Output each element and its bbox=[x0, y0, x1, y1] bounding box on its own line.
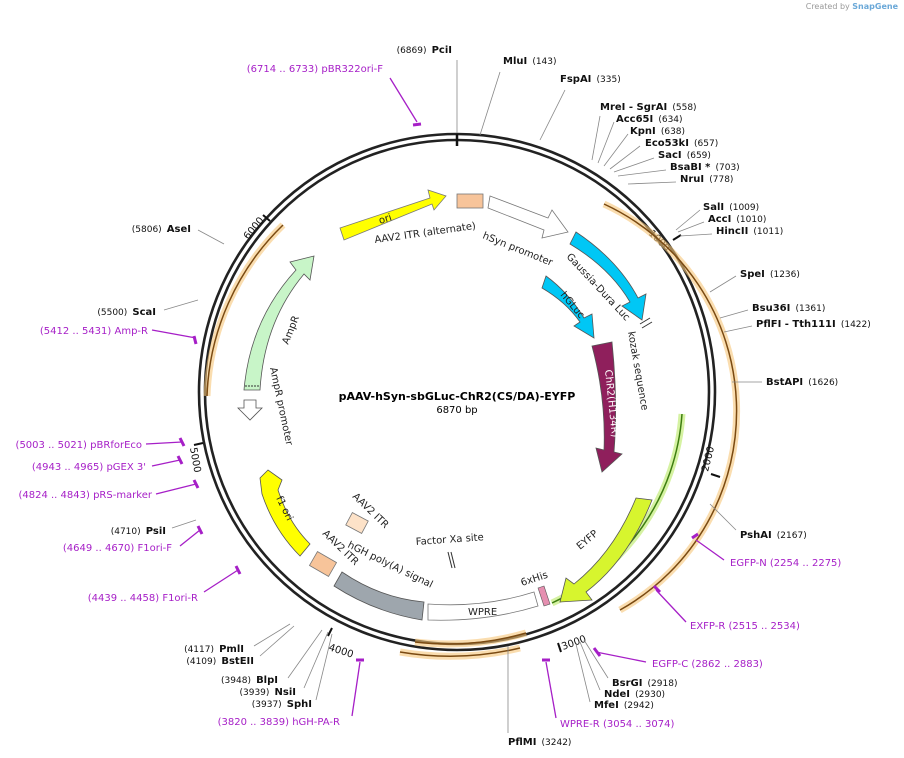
hgluc-label: hGLuc bbox=[558, 290, 587, 321]
gdluc-feature bbox=[569, 231, 647, 321]
primer-label: (4439 .. 4458) F1ori-R bbox=[88, 593, 198, 604]
tick-label: 4000 bbox=[327, 642, 355, 660]
site-label: PflMI (3242) bbox=[508, 730, 571, 749]
site-label: (4710) PsiI bbox=[111, 519, 166, 538]
itr2-feature bbox=[308, 551, 338, 577]
f1ori-feature bbox=[259, 469, 311, 557]
tick-label: 3000 bbox=[560, 634, 588, 653]
site-label: (3939) NsiI bbox=[239, 680, 296, 699]
primer-label: (4943 .. 4965) pGEX 3' bbox=[32, 462, 146, 473]
site-label: HincII (1011) bbox=[716, 219, 783, 238]
site-label: SalI (1009) bbox=[703, 195, 759, 214]
ori-label: ori bbox=[378, 212, 394, 226]
site-label: (4109) BstEII bbox=[186, 649, 254, 668]
site-label: BsrGI (2918) bbox=[612, 671, 677, 690]
site-label: SpeI (1236) bbox=[740, 262, 800, 281]
orange-arc-bottom2 bbox=[399, 647, 521, 657]
site-label: FspAI (335) bbox=[560, 67, 621, 86]
site-label: Acc65I (634) bbox=[616, 107, 683, 126]
primer-label: WPRE-R (3054 .. 3074) bbox=[560, 719, 674, 730]
ampr-label: AmpR bbox=[281, 314, 302, 346]
wpre-label: WPRE bbox=[468, 607, 497, 618]
eyfp-label: EYFP bbox=[575, 528, 601, 552]
site-label: NdeI (2930) bbox=[604, 682, 665, 701]
site-label: (5500) ScaI bbox=[97, 300, 156, 319]
hgh-feature bbox=[333, 571, 425, 621]
inner-arcs bbox=[203, 200, 741, 660]
primer-label: EXFP-R (2515 .. 2534) bbox=[690, 621, 800, 632]
site-leaders bbox=[163, 60, 762, 733]
his-feature bbox=[537, 585, 551, 607]
site-label: KpnI (638) bbox=[630, 119, 685, 138]
plasmid-title: pAAV-hSyn-sbGLuc-ChR2(CS/DA)-EYFP bbox=[339, 390, 576, 403]
primer-label: (5412 .. 5431) Amp-R bbox=[40, 326, 148, 337]
site-label: BstAPI (1626) bbox=[766, 370, 838, 389]
hgluc-feature bbox=[541, 275, 595, 339]
brand-prefix: Created by bbox=[805, 2, 850, 11]
tick-label: 6000 bbox=[242, 215, 267, 242]
snapgene-brand: Created by SnapGene bbox=[806, 2, 898, 11]
site-label: SacI (659) bbox=[658, 143, 711, 162]
primer-label: (3820 .. 3839) hGH-PA-R bbox=[218, 717, 340, 728]
site-labels: (6869) PciI MluI (143) FspAI (335) MreI … bbox=[97, 38, 871, 749]
primer-label: EGFP-N (2254 .. 2275) bbox=[730, 558, 841, 569]
site-label: Bsu36I (1361) bbox=[752, 296, 825, 315]
plasmid-length: 6870 bp bbox=[436, 405, 477, 416]
orange-arc-right bbox=[603, 203, 738, 611]
kozak-label: kozak sequence bbox=[625, 331, 650, 412]
site-label: PshAI (2167) bbox=[740, 523, 807, 542]
itr1-feature bbox=[345, 512, 369, 534]
ampr-feature bbox=[243, 255, 315, 391]
orange-arc-bottom1 bbox=[414, 632, 527, 645]
itr-alt-feature bbox=[456, 193, 484, 209]
ampr-promoter-label: AmpR promoter bbox=[267, 366, 294, 447]
kozak-mark bbox=[639, 317, 651, 325]
site-label: NruI (778) bbox=[680, 167, 733, 186]
site-label: (4117) PmlI bbox=[184, 637, 244, 656]
site-label: MluI (143) bbox=[503, 49, 557, 68]
orange-arc-left bbox=[206, 224, 284, 397]
primer-label: (4824 .. 4843) pRS-marker bbox=[18, 490, 152, 501]
features: ori AAV2 ITR (alternate) hSyn promoter G… bbox=[237, 189, 653, 621]
hsyn-feature bbox=[487, 195, 569, 239]
ori-feature bbox=[339, 189, 447, 241]
green-arc bbox=[551, 413, 683, 604]
primer-label: (5003 .. 5021) pBRforEco bbox=[16, 440, 142, 451]
tick-label: 5000 bbox=[187, 447, 202, 474]
site-label: (6869) PciI bbox=[397, 38, 452, 57]
primer-leaders bbox=[145, 77, 725, 719]
factorxa-mark bbox=[447, 551, 453, 569]
site-label: (3948) BlpI bbox=[221, 668, 278, 687]
itr-alt-label: AAV2 ITR (alternate) bbox=[374, 221, 477, 246]
site-label: (3937) SphI bbox=[252, 692, 312, 711]
site-label: AccI (1010) bbox=[708, 207, 766, 226]
wpre-feature bbox=[427, 591, 539, 621]
site-label: (5806) AseI bbox=[132, 217, 191, 236]
site-label: PflFI - Tth111I (1422) bbox=[756, 312, 871, 331]
site-label: Eco53kI (657) bbox=[645, 131, 718, 150]
factorxa-label: Factor Xa site bbox=[415, 532, 484, 548]
site-label: MreI - SgrAI (558) bbox=[600, 95, 697, 114]
his-label: 6xHis bbox=[520, 570, 550, 589]
primer-labels: (6714 .. 6733) pBR322ori-F EGFP-N (2254 … bbox=[16, 64, 842, 730]
primer-label: EGFP-C (2862 .. 2883) bbox=[652, 659, 763, 670]
primer-label: (6714 .. 6733) pBR322ori-F bbox=[247, 64, 383, 75]
primer-label: (4649 .. 4670) F1ori-F bbox=[63, 543, 172, 554]
eyfp-feature bbox=[559, 497, 653, 603]
chr2-feature bbox=[591, 341, 623, 473]
ampr-promoter-feature bbox=[237, 399, 263, 421]
site-label: MfeI (2942) bbox=[594, 693, 654, 712]
brand-name: SnapGene bbox=[852, 2, 898, 11]
site-label: BsaBI * (703) bbox=[670, 155, 740, 174]
